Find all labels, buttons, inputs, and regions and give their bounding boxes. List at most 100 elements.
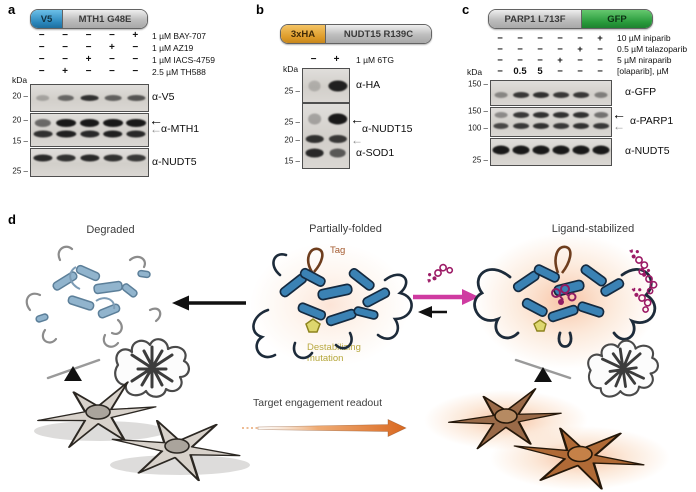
protein-band [552,145,570,155]
lane-symbol: − [38,54,45,65]
treatment-label: 1 µM 6TG [356,55,394,65]
readout-annotation: Target engagement readout [253,397,383,409]
glow-right-protein [474,233,658,369]
protein-band [56,130,76,138]
western-blot-c-gfp: 150 – [468,79,612,106]
lane-symbol: − [62,30,69,41]
protein-band [494,91,508,98]
black-band-arrow-icon: ← [149,111,163,128]
lane-symbol: − [85,42,92,53]
protein-band [33,130,53,138]
bound-ligand [551,284,577,305]
lane-symbol: − [132,42,139,53]
lane-symbol: + [557,55,563,66]
protein-band [103,130,123,138]
kda-marker: 25 – [12,166,28,176]
lane-symbol: − [497,44,503,55]
kda-marker: 15 – [12,136,28,146]
aggregate-protein-left [113,337,191,399]
lane-symbol: − [108,54,115,65]
black-band-arrow-icon: ← [612,105,626,122]
lane-symbol: − [132,54,139,65]
lane-symbol: − [597,44,603,55]
treatment-labels-b: 1 µM 6TG [356,54,394,66]
lane-symbol: + [85,54,92,65]
protein-band [80,95,99,101]
western-blot-b-ha: 25 – [284,68,350,103]
protein-band [492,145,510,155]
kda-unit-b: kDa [283,64,299,74]
balance-scale-right [514,358,572,382]
lane-symbol: − [577,33,583,44]
lane-symbol: − [85,66,92,77]
lane-symbol: − [85,30,92,41]
panel-b-label: b [256,2,264,17]
kda-marker: 20 – [12,115,28,125]
gray-band-arrow-icon: ← [150,122,162,137]
lane-symbol: − [517,44,523,55]
protein-band [532,145,550,155]
lane-symbol: − [132,66,139,77]
glow-center [250,243,410,367]
protein-band [493,122,509,129]
antibody-label-a-nudt5: α-NUDT5 [152,155,197,168]
kda-marker: 100 – [467,123,488,133]
treatment-row: −−−−+ [30,30,147,42]
protein-band [35,95,50,101]
protein-band [592,145,610,155]
protein-band [56,118,77,127]
protein-band [594,91,608,98]
protein-band [305,135,324,144]
protein-band [572,112,590,119]
lane-symbol: − [62,54,69,65]
antibody-label-b-nudt15: α-NUDT15 [362,123,413,135]
protein-band [33,154,53,162]
lane-symbol: − [497,66,503,77]
treatment-row: −−−−−+ [490,33,610,44]
kda-marker: 25 – [284,86,300,96]
kda-marker: 25 – [284,117,300,127]
protein-band [126,130,146,138]
protein-band [532,91,550,98]
protein-band [79,130,100,138]
degradation-arrow [172,295,246,311]
construct-tag-gfp: GFP [581,10,652,28]
protein-band [57,95,75,101]
protein-band [102,118,123,127]
western-blot-c-parp1: 150 –100 –←← [468,107,626,137]
partially-folded-protein-illustration [252,247,413,360]
treatment-label: 2.5 µM TH588 [152,67,206,77]
protein-band [79,154,100,162]
treatment-row: −−−−+− [490,44,610,55]
lane-symbol: + [333,54,340,65]
construct-parp1-gfp: PARP1 L713F GFP [488,9,653,29]
tag-loop-center [306,247,324,273]
antibody-label-c-nudt5: α-NUDT5 [625,145,670,157]
protein-band [573,91,589,98]
treatment-label: 10 µM iniparib [617,33,671,43]
lane-symbol: 0.5 [513,66,527,77]
mechanism-diagram [25,233,670,492]
treatment-matrix-a: −−−−+−−−+−−−+−−−+−−− [30,30,147,78]
antibody-label-a-mth1: α-MTH1 [161,123,200,135]
destabilizing-mutation-site-right [533,319,547,332]
kda-marker: 25 – [472,155,488,165]
lane-symbol: + [132,30,139,41]
treatment-row: −−−+− [30,42,147,54]
antibody-label-c-gfp: α-GFP [625,86,657,98]
protein-band [127,95,145,101]
lane-symbol: + [62,66,69,77]
construct-v5-mth1: V5 MTH1 G48E [30,9,148,29]
lane-symbol: − [597,66,603,77]
treatment-row: −+−−− [30,66,147,78]
protein-band [305,148,324,158]
protein-band [512,145,530,155]
construct-tag-v5: V5 [31,10,63,28]
treatment-row: −−−+−− [490,55,610,66]
reverse-arrow [418,306,447,318]
cells-stabilized [424,385,670,492]
lane-symbol: − [557,66,563,77]
